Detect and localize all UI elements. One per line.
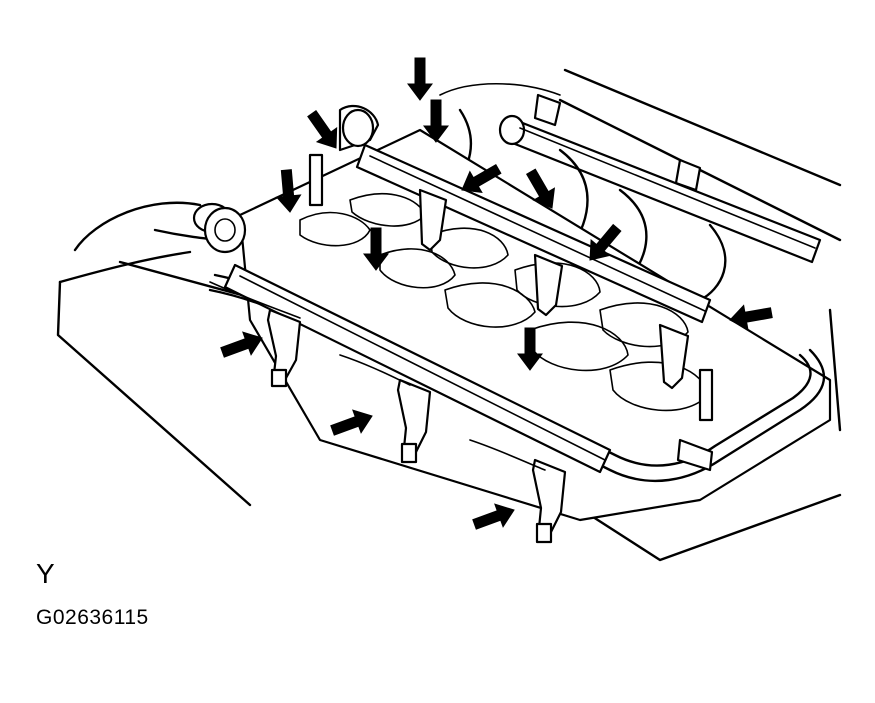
- bolt-arrow-9: [729, 304, 773, 330]
- bolt-arrow-5: [589, 223, 622, 261]
- fuel-delivery-pipe-upper: [498, 93, 822, 264]
- fuel-delivery-pipe-front: [223, 263, 612, 474]
- figure-code: G02636115: [36, 606, 149, 629]
- bolt-arrow-11: [330, 409, 373, 436]
- fuel-pressure-regulator: [73, 104, 380, 254]
- bolt-arrow-6: [275, 169, 302, 213]
- manifold-studs: [308, 153, 714, 472]
- bolt-location-arrows: [220, 57, 773, 530]
- injectors-rear: [418, 188, 690, 390]
- bolt-arrow-7: [363, 227, 389, 271]
- intake-manifold: [238, 128, 832, 522]
- bolt-arrow-4: [525, 168, 556, 209]
- view-letter: Y: [36, 558, 55, 589]
- bolt-arrow-2: [423, 99, 449, 143]
- bolt-arrow-3: [461, 163, 502, 194]
- bolt-arrow-10: [220, 331, 263, 358]
- bolt-arrow-12: [472, 503, 515, 530]
- bolt-arrow-8: [517, 327, 543, 371]
- injectors-front: [209, 281, 567, 544]
- bolt-arrow-13: [407, 57, 433, 101]
- bolt-arrow-1: [307, 110, 338, 149]
